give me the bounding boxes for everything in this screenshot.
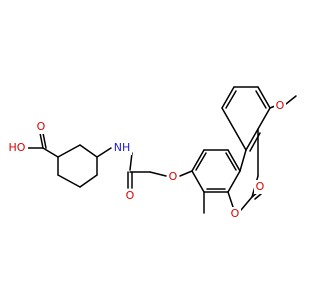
lactone-carbonyl-o-atom: O [254,180,266,194]
atom-label-layer: HO O NH O O O [6,99,286,221]
lactone-carbonyl-b [254,193,262,200]
carboxyl-oh-atom: HO [6,141,28,155]
amide-o-atom: O [124,189,136,203]
phenyl-2 [257,107,271,130]
amide-nh-label: NH [114,141,131,154]
phenyl-5 [221,86,235,109]
lactone-ring-o-atom: O [229,207,241,221]
aryl-ring-3 [227,149,241,172]
lactone-carbonyl-o-label: O [256,180,265,193]
lactone-ring-o-label: O [231,207,240,220]
ch2-to-ether-o [149,171,167,177]
cyclohexane-bond-5 [57,174,81,188]
methoxy-o-atom: O [274,99,286,113]
aryl-ring-1-inner [195,152,207,171]
ether-o-to-aryl [179,170,193,177]
cooh-c-double-o-a [39,132,44,149]
lactone-4 [239,149,247,172]
methoxy-ch3 [285,95,297,105]
cyclohexane-bond-1 [57,144,81,158]
structure-diagram: HO O NH O O O [6,86,297,221]
carboxyl-oh-label: HO [9,141,26,154]
carboxyl-o-atom: O [35,120,47,134]
molecule-drawing: HO O NH O O O [6,86,297,221]
cooh-c-double-o-b [42,132,47,149]
cyclohexane-bond-4 [79,174,98,188]
cooh-to-ring [42,147,59,158]
nh-to-carbonyl [129,152,133,171]
phenyl-1 [245,128,259,151]
ether-o-atom: O [167,170,179,184]
ch2-link [96,147,112,158]
lactone-1 [227,191,234,208]
phenyl-3 [257,86,271,109]
aryl-ring-3-inner [225,152,237,171]
bond-layer [26,86,297,214]
amide-o-label: O [126,189,135,202]
ether-o-label: O [169,170,178,183]
aryl-ring-6 [191,170,205,193]
aryl-ring-4 [227,170,241,193]
amide-nh-atom: NH [112,141,132,155]
lactone-2 [240,196,253,211]
methoxy-o-label: O [276,99,285,112]
carboxyl-o-label: O [37,120,46,133]
phenyl-6 [221,107,247,151]
phenyl-3-inner [255,90,267,109]
phenyl-5-inner [225,90,237,109]
cyclohexane-bond-2 [79,144,98,158]
aryl-ring-1 [191,149,205,172]
